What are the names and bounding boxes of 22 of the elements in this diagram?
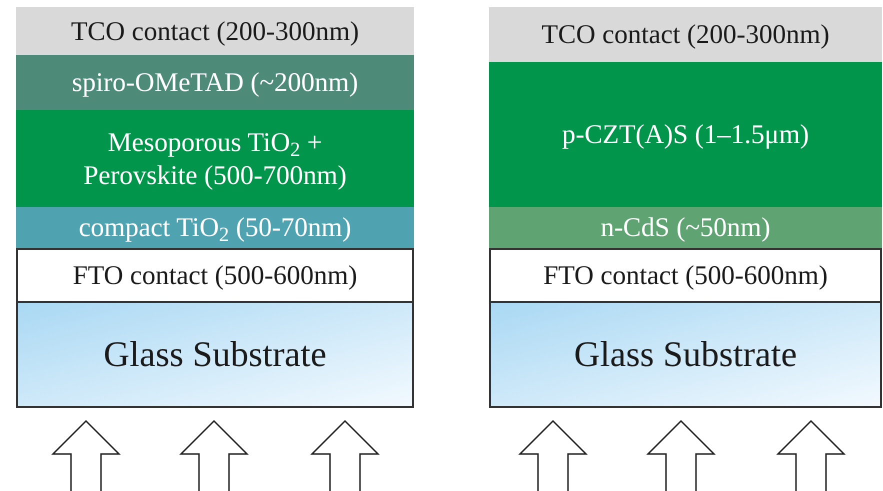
layer-label: compact TiO$_{2}$ (50-70nm) [78,211,352,244]
contact-layer [489,248,882,303]
layer-label: Glass Substrate [104,332,326,376]
blocking-layer [16,207,414,248]
substrate-layer [489,303,882,408]
contact-layer [16,248,414,303]
layer-label: TCO contact (200-300nm) [542,18,830,51]
layer-label: Mesoporous TiO$_{2}$ + Perovskite (500-700nm) [82,126,348,191]
transport-layer [16,55,414,110]
layer-label: FTO contact (500-600nm) [72,259,358,292]
buffer-layer [489,207,882,248]
contact-layer [489,7,882,62]
absorber-layer [489,62,882,207]
layer-label: spiro-OMeTAD (~200nm) [72,66,358,99]
substrate-layer [16,303,414,408]
layer-label: n-CdS (~50nm) [600,211,770,244]
contact-layer [16,7,414,55]
layer-label: p-CZT(A)S (1–1.5μm) [562,118,809,151]
layer-label: TCO contact (200-300nm) [71,14,359,48]
layer-label: Glass Substrate [574,332,797,376]
layer-label: FTO contact (500-600nm) [543,259,828,292]
absorber-layer [16,110,414,207]
